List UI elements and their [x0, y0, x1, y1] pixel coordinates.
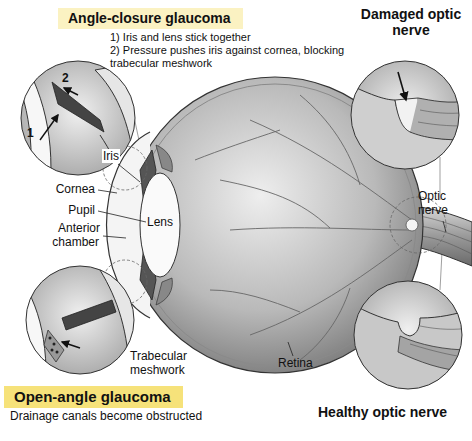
label-holder: 1) Iris and lens stick together	[110, 31, 350, 44]
label-holder: Anterior chamber	[30, 222, 100, 250]
callout-number: 1	[27, 126, 34, 140]
label-holder: Lens	[140, 216, 180, 230]
note-text: 1) Iris and lens stick together	[110, 31, 251, 43]
callout-number: 2	[62, 71, 69, 85]
part-name: Trabecular meshwork	[130, 349, 187, 377]
label-holder: Retina	[278, 357, 328, 371]
label-holder: 2	[62, 72, 74, 86]
part-name: Pupil	[67, 203, 96, 217]
panel-heading: Healthy optic nerve	[318, 404, 447, 420]
note-text: 2) Pressure pushes iris against cornea, …	[110, 44, 344, 69]
open-angle-inset	[0, 260, 140, 390]
label-holder: Damaged optic nerve	[356, 6, 466, 38]
panel-heading: Damaged optic nerve	[361, 6, 461, 38]
label-holder: Trabecular meshwork	[130, 350, 220, 378]
lens	[140, 173, 180, 277]
label-holder: Cornea	[40, 183, 96, 197]
part-name: Lens	[147, 215, 173, 229]
part-name: Cornea	[55, 182, 96, 196]
part-name: Optic nerve	[418, 189, 448, 217]
label-holder: Iris	[102, 150, 132, 164]
part-name: Retina	[278, 356, 313, 370]
damaged-nerve-inset	[340, 61, 470, 170]
healthy-nerve-inset	[345, 281, 470, 390]
title-band: Angle-closure glaucoma	[58, 8, 243, 29]
label-holder: 1	[27, 127, 39, 141]
part-name: Iris	[102, 149, 120, 163]
part-name: Anterior chamber	[52, 221, 100, 249]
band-heading: Open-angle glaucoma	[14, 388, 173, 405]
title-band: Open-angle glaucoma	[4, 386, 183, 408]
label-holder: Healthy optic nerve	[318, 404, 468, 420]
note-text: Drainage canals become obstructed	[10, 409, 202, 423]
label-holder: Optic nerve	[418, 190, 472, 218]
label-holder: Pupil	[40, 204, 96, 218]
label-holder: Drainage canals become obstructed	[10, 410, 310, 424]
label-holder: 2) Pressure pushes iris against cornea, …	[110, 44, 346, 69]
band-heading: Angle-closure glaucoma	[68, 10, 233, 26]
